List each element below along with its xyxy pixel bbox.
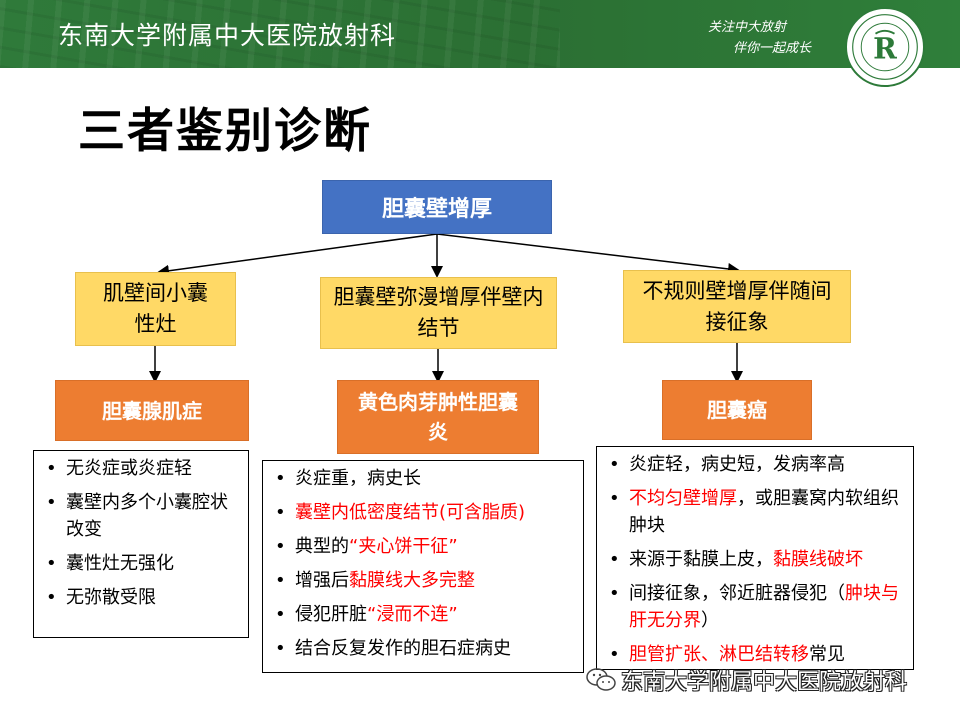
- feature-list-adenomyomatosis: 无炎症或炎症轻 囊壁内多个小囊腔状改变 囊性灶无强化 无弥散受限: [33, 450, 249, 638]
- feature-item: 炎症轻，病史短，发病率高: [607, 451, 907, 478]
- feature-item: 囊壁内低密度结节(可含脂质): [273, 499, 577, 526]
- diagnosis-label-1: 胆囊腺肌症: [102, 398, 202, 423]
- feature-list-xgc: 炎症重，病史长 囊壁内低密度结节(可含脂质) 典型的“夹心饼干征” 增强后黏膜线…: [262, 460, 584, 673]
- header-texture: [0, 0, 560, 68]
- header-banner: 东南大学附属中大医院放射科 关注中大放射 伴你一起成长: [0, 0, 960, 68]
- feature-text-highlight: 胆管扩张、淋巴结转移: [629, 644, 809, 665]
- feature-text: 炎症重，病史长: [295, 468, 421, 489]
- feature-text: 来源于黏膜上皮，: [629, 549, 773, 570]
- feature-item: 炎症重，病史长: [273, 465, 577, 492]
- finding-label-1: 肌壁间小囊性灶: [103, 281, 208, 336]
- feature-item: 胆管扩张、淋巴结转移常见: [607, 641, 907, 668]
- feature-item: 无炎症或炎症轻: [44, 455, 242, 482]
- feature-item: 囊性灶无强化: [44, 550, 242, 577]
- slide-title: 三者鉴别诊断: [78, 104, 372, 159]
- feature-text: 增强后: [295, 570, 349, 591]
- feature-item: 结合反复发作的胆石症病史: [273, 635, 577, 662]
- diagnosis-box-3: 胆囊癌: [662, 380, 812, 440]
- slogan-line-1: 关注中大放射: [708, 20, 787, 35]
- header-title: 东南大学附属中大医院放射科: [58, 21, 397, 50]
- root-node: 胆囊壁增厚: [322, 180, 552, 234]
- feature-list-carcinoma: 炎症轻，病史短，发病率高 不均匀壁增厚，或胆囊窝内软组织肿块 来源于黏膜上皮，黏…: [596, 446, 914, 670]
- finding-label-3: 不规则壁增厚伴随间接征象: [642, 278, 832, 334]
- finding-box-2: 胆囊壁弥漫增厚伴壁内结节: [320, 277, 557, 349]
- feature-text: 囊壁内低密度结节(可含脂质): [295, 502, 526, 523]
- department-logo-icon: R: [845, 7, 925, 87]
- feature-text: 间接征象，邻近脏器侵犯（: [629, 583, 845, 604]
- wechat-icon: [586, 668, 616, 691]
- diagnosis-label-2: 黄色肉芽肿性胆囊炎: [358, 390, 518, 444]
- feature-item: 增强后黏膜线大多完整: [273, 567, 577, 594]
- svg-text:R: R: [873, 31, 897, 65]
- feature-item: 来源于黏膜上皮，黏膜线破坏: [607, 546, 907, 573]
- diagnosis-label-3: 胆囊癌: [707, 398, 767, 422]
- feature-text: 常见: [809, 644, 845, 665]
- feature-text-highlight: 肿块与肝无分界: [629, 583, 899, 631]
- feature-text-highlight: 黏膜线大多完整: [349, 570, 475, 591]
- feature-text: 典型的: [295, 536, 349, 557]
- feature-text: ）: [701, 610, 719, 631]
- wechat-watermark: 东南大学附属中大医院放射科: [585, 664, 907, 696]
- watermark-text: 东南大学附属中大医院放射科: [621, 670, 908, 695]
- feature-item: 侵犯肝脏“浸而不连”: [273, 601, 577, 628]
- feature-text: ，或胆囊窝内软组织肿块: [629, 488, 899, 536]
- feature-text: 侵犯肝脏: [295, 604, 367, 625]
- feature-text: 炎症轻，病史短，发病率高: [629, 454, 845, 475]
- feature-text: 结合反复发作的胆石症病史: [295, 638, 511, 659]
- diagnosis-box-2: 黄色肉芽肿性胆囊炎: [337, 380, 539, 454]
- feature-item: 囊壁内多个小囊腔状改变: [44, 489, 242, 543]
- finding-box-3: 不规则壁增厚伴随间接征象: [623, 270, 851, 343]
- feature-item: 间接征象，邻近脏器侵犯（肿块与肝无分界）: [607, 580, 907, 634]
- feature-text-highlight: 黏膜线破坏: [773, 549, 863, 570]
- finding-label-2: 胆囊壁弥漫增厚伴壁内结节: [333, 285, 544, 340]
- arrow-to-branch-3: [436, 233, 740, 275]
- feature-text-highlight: 不均匀壁增厚: [629, 488, 737, 509]
- feature-text-highlight: “夹心饼干征”: [349, 536, 458, 557]
- feature-item: 典型的“夹心饼干征”: [273, 533, 577, 560]
- diagnosis-box-1: 胆囊腺肌症: [55, 380, 249, 441]
- slogan-line-2: 伴你一起成长: [733, 41, 812, 56]
- finding-box-1: 肌壁间小囊性灶: [75, 272, 236, 346]
- arrow-to-branch-1: [157, 233, 438, 277]
- feature-item: 不均匀壁增厚，或胆囊窝内软组织肿块: [607, 485, 907, 539]
- feature-item: 无弥散受限: [44, 584, 242, 611]
- feature-text-highlight: “浸而不连”: [367, 604, 458, 625]
